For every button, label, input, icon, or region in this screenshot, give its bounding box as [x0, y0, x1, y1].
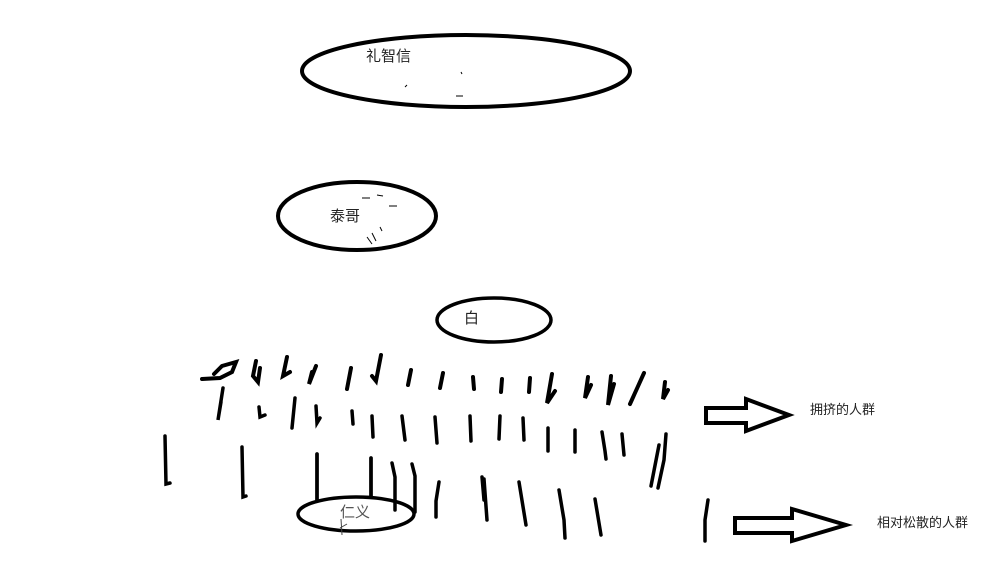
annotation-label-sparse: 相对松散的人群 [877, 516, 969, 531]
arrow-right-icon-sparse [733, 506, 854, 544]
node-ellipse-top [300, 33, 632, 109]
annotation-label-crowded: 拥挤的人群 [810, 403, 876, 418]
bottom-scribble [339, 518, 348, 536]
node-ellipse-bottom [296, 495, 416, 533]
node-ellipse-second [276, 180, 438, 252]
bottom-pillars [315, 452, 397, 512]
crowd-sparse [163, 434, 710, 543]
node-label-third: 白 [464, 309, 480, 327]
arrow-right-icon-crowded [704, 396, 795, 434]
node-label-second: 泰哥 [330, 207, 361, 225]
node-label-bottom: 仁义 [340, 503, 371, 521]
node-ellipse-third [435, 296, 553, 344]
crowd-dense-row-2 [216, 386, 668, 490]
scribble-marks [362, 71, 463, 245]
node-label-top: 礼智信 [366, 47, 412, 65]
crowd-dense-row-1 [200, 353, 670, 406]
